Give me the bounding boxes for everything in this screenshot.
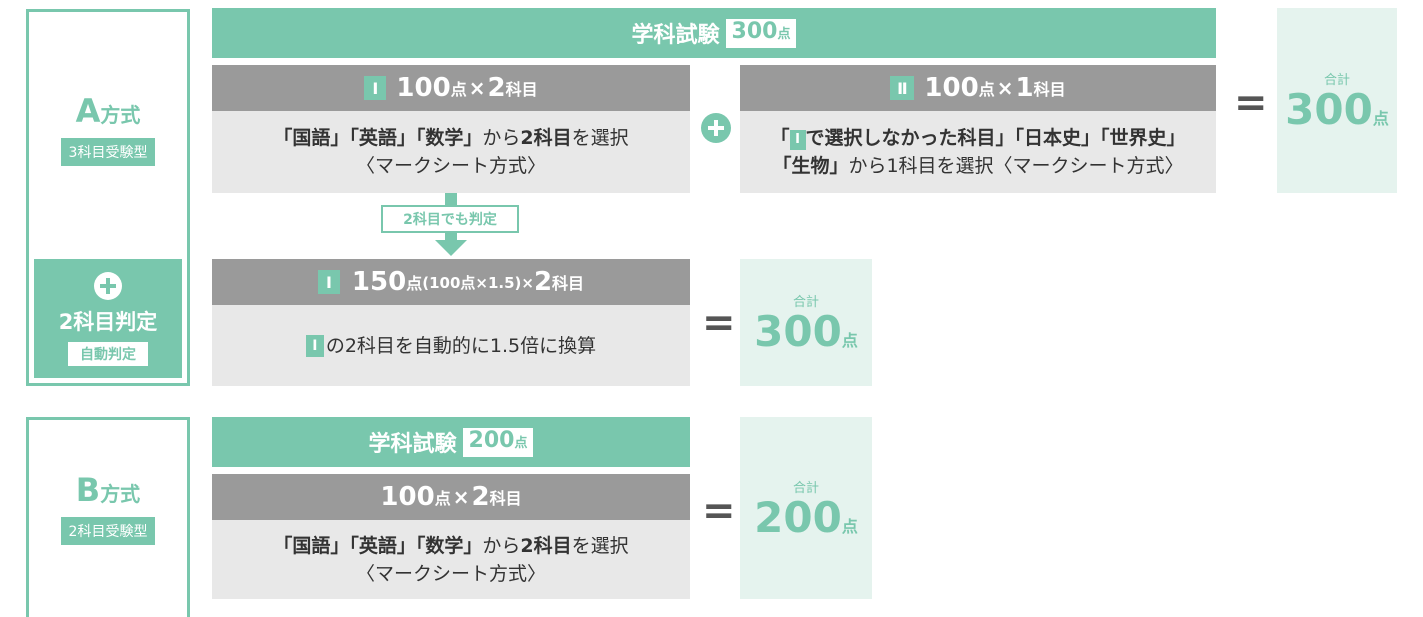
method-a-badge: 3科目受験型 <box>60 138 156 166</box>
arrow-label: 2科目でも判定 <box>381 205 519 233</box>
total-label: 合計 <box>1323 73 1350 88</box>
total-value: 300点 <box>754 307 858 356</box>
b-times: × <box>452 485 470 509</box>
b-num1: 100 <box>380 482 435 512</box>
method-a-frame <box>26 9 190 386</box>
part1-unit2: 科目 <box>505 80 538 99</box>
judge-side-badge: 自動判定 <box>68 341 148 366</box>
b-desc-line1: 「国語」「英語」「数学」から2科目を選択 <box>273 534 629 557</box>
part1-unit1: 点 <box>450 80 467 99</box>
method-b-total: 合計 200点 <box>740 417 872 599</box>
judge-num: 150 <box>351 267 407 297</box>
two-subject-judge-box: 2科目判定 自動判定 <box>34 259 182 378</box>
judge-side-title: 2科目判定 <box>58 309 158 334</box>
judge-body: Ⅰ の2科目を自動的に1.5倍に換算 <box>212 305 690 386</box>
equals-sign: = <box>702 488 736 534</box>
method-a-total: 合計 300点 <box>1277 8 1397 193</box>
roman-one-badge: Ⅰ <box>305 334 324 357</box>
method-a-header-label: 学科試験 <box>631 23 720 48</box>
judge-unit: 点 <box>406 274 423 293</box>
method-b-header-label: 学科試験 <box>368 432 457 457</box>
roman-one-badge: Ⅰ <box>789 130 806 150</box>
method-b-part-header: 100 点 × 2 科目 <box>212 474 690 520</box>
down-arrow-head <box>435 240 467 256</box>
part2-num2: 1 <box>1015 73 1034 103</box>
b-num2: 2 <box>471 482 490 512</box>
total-label: 合計 <box>792 295 819 310</box>
equals-sign: = <box>1234 80 1268 126</box>
roman-one-badge: Ⅰ <box>364 76 387 100</box>
method-b-badge: 2科目受験型 <box>60 517 156 545</box>
total-value: 200点 <box>754 492 858 542</box>
part1-body: 「国語」「英語」「数学」から2科目を選択 〈マークシート方式〉 <box>212 111 690 193</box>
b-desc-line2: 〈マークシート方式〉 <box>355 562 546 585</box>
method-a-label: A方式 3科目受験型 <box>29 84 187 174</box>
part1-times: × <box>468 76 486 100</box>
equals-sign: = <box>702 300 736 346</box>
b-unit2: 科目 <box>489 489 522 508</box>
part2-header: Ⅱ 100 点 × 1 科目 <box>740 65 1216 111</box>
total-label: 合計 <box>792 480 819 496</box>
part2-num1: 100 <box>924 73 979 103</box>
method-b-title: B方式 <box>75 471 141 509</box>
method-b-label: B方式 2科目受験型 <box>29 468 187 548</box>
judge-total: 合計 300点 <box>740 259 872 386</box>
roman-one-badge: Ⅰ <box>317 270 340 294</box>
plus-icon <box>94 271 122 300</box>
part2-times: × <box>996 76 1014 100</box>
judge-unit2: 科目 <box>552 274 585 293</box>
b-unit1: 点 <box>434 489 451 508</box>
part1-desc-line1: 「国語」「英語」「数学」から2科目を選択 <box>273 127 629 149</box>
plus-icon <box>701 113 731 143</box>
part2-unit1: 点 <box>978 80 995 99</box>
part1-num2: 2 <box>487 73 506 103</box>
part1-num1: 100 <box>396 73 451 103</box>
part1-desc-line2: 〈マークシート方式〉 <box>355 155 546 177</box>
judge-header: Ⅰ 150 点 (100点×1.5)× 2 科目 <box>212 259 690 305</box>
method-a-title: A方式 <box>75 92 141 130</box>
part1-header: Ⅰ 100 点 × 2 科目 <box>212 65 690 111</box>
part2-unit2: 科目 <box>1033 80 1066 99</box>
part2-desc-line2: 「生物」から1科目を選択〈マークシート方式〉 <box>772 155 1184 177</box>
total-value: 300点 <box>1285 85 1389 134</box>
roman-two-badge: Ⅱ <box>890 76 915 100</box>
judge-num2: 2 <box>533 267 553 297</box>
method-b-part-body: 「国語」「英語」「数学」から2科目を選択 〈マークシート方式〉 <box>212 520 690 599</box>
method-b-frame <box>26 417 190 617</box>
judge-paren: (100点×1.5)× <box>422 273 534 292</box>
judge-desc: の2科目を自動的に1.5倍に換算 <box>325 334 597 357</box>
